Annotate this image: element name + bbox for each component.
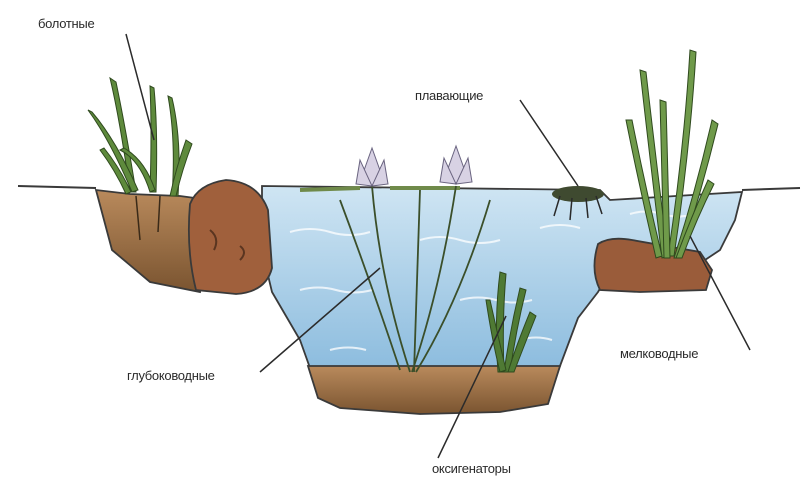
label-oxygenators: оксигенаторы <box>432 461 511 476</box>
label-deep-water-plants: глубоководные <box>127 368 215 383</box>
marsh-plants <box>88 78 192 196</box>
water-lily-left <box>356 148 388 186</box>
leader-floating <box>520 100 578 186</box>
pond-bottom-soil <box>308 366 560 414</box>
water-lily-right <box>440 146 472 184</box>
label-shallow-water-plants: мелководные <box>620 346 698 361</box>
label-marsh-plants: болотные <box>38 16 94 31</box>
leader-shallow <box>690 236 750 350</box>
left-rock <box>189 180 272 294</box>
label-floating-plants: плавающие <box>415 88 483 103</box>
